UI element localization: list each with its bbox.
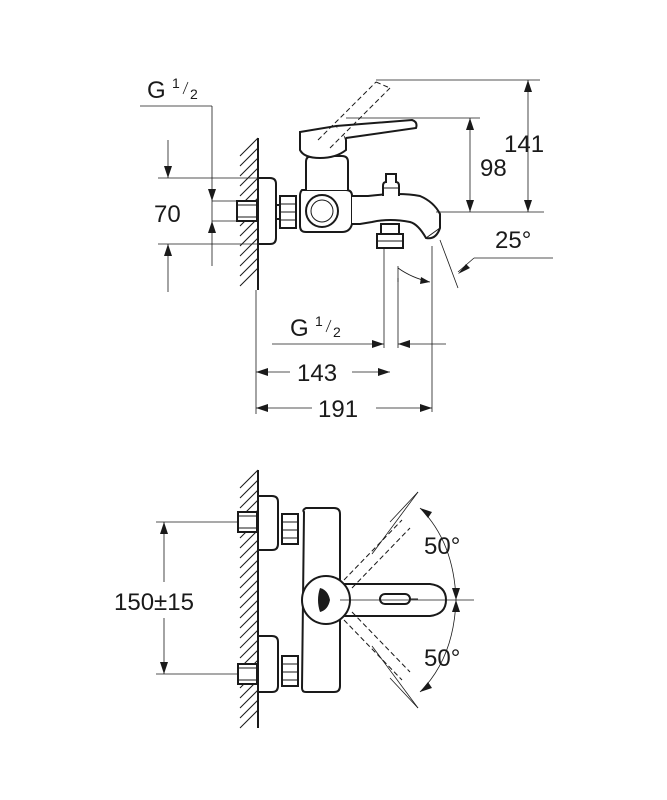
wall-hatch-line — [239, 639, 259, 659]
diverter-knob — [382, 173, 400, 196]
lever-swing-up — [343, 519, 411, 589]
wall-hatch-line — [239, 137, 259, 157]
wall-hatch-line — [239, 237, 259, 257]
svg-text:G: G — [290, 315, 309, 342]
lower-flange — [257, 635, 279, 693]
union-nut — [279, 195, 297, 229]
wall-hatch-line — [239, 247, 259, 267]
wall-hatch-line — [239, 619, 259, 639]
wall-hatch-line — [239, 629, 259, 649]
wall-hatch-line — [239, 689, 259, 709]
upper-union-nut — [281, 513, 299, 545]
wall-hatch-line — [239, 267, 259, 287]
lever-base — [299, 124, 347, 160]
wall-hatch-line — [239, 147, 259, 167]
wall-flange — [257, 177, 277, 245]
svg-text:143: 143 — [297, 360, 337, 387]
svg-text:2: 2 — [333, 324, 341, 340]
wall-hatch-line — [239, 167, 259, 187]
wall-hatch-line — [239, 709, 259, 729]
wall-hatch-line — [239, 469, 259, 489]
svg-text:1: 1 — [172, 75, 180, 91]
dim-98: 98 — [346, 117, 544, 213]
lever-handle — [335, 118, 418, 139]
lever-swing-down — [343, 611, 411, 681]
top-view: 50° 50° 150±15 — [114, 469, 474, 729]
svg-text:2: 2 — [190, 86, 198, 102]
cartridge-mark — [318, 588, 330, 612]
svg-text:70: 70 — [154, 201, 181, 228]
dim-191: 191 — [256, 396, 432, 423]
wall-hatch-line — [239, 539, 259, 559]
wall-top — [239, 469, 259, 729]
svg-text:1: 1 — [315, 313, 323, 329]
svg-text:150±15: 150±15 — [114, 589, 194, 616]
thread-label-outlet: G 1 2 — [272, 313, 446, 348]
angle-lower-label: 50° — [424, 645, 460, 672]
wall-hatch-line — [239, 559, 259, 579]
angle-25-label: 25° — [495, 227, 531, 254]
svg-text:G: G — [147, 77, 166, 104]
wall-hatch-line — [239, 609, 259, 629]
thread-label-top: G 1 2 — [140, 75, 237, 266]
wall-hatch-line — [239, 227, 259, 247]
dim-150: 150±15 — [114, 521, 238, 675]
wall-hatch-line — [239, 599, 259, 619]
wall-hatch-line — [239, 579, 259, 599]
hose-outlet — [376, 223, 404, 249]
wall-hatch-line — [239, 699, 259, 719]
wall-hatch-line — [239, 549, 259, 569]
upper-flange — [257, 495, 279, 551]
dim-143: 143 — [255, 290, 390, 414]
wall-hatch-line — [239, 157, 259, 177]
wall-hatch-line — [239, 257, 259, 277]
wall-hatch-line — [239, 589, 259, 609]
lower-union-nut — [281, 655, 299, 687]
svg-text:98: 98 — [480, 155, 507, 182]
side-view: 25° 70 G 1 2 — [140, 75, 553, 423]
angle-upper-label: 50° — [424, 533, 460, 560]
svg-text:191: 191 — [318, 396, 358, 423]
svg-text:141: 141 — [504, 131, 544, 158]
wall-hatch-line — [239, 177, 259, 197]
spout — [352, 193, 441, 240]
cartridge-housing — [305, 155, 349, 190]
wall-hatch-line — [239, 479, 259, 499]
wall-connector — [236, 200, 258, 222]
wall-hatch-line — [239, 489, 259, 509]
dim-70: 70 — [154, 140, 258, 292]
dim-141: 141 — [376, 79, 544, 212]
wall-hatch-line — [239, 569, 259, 589]
